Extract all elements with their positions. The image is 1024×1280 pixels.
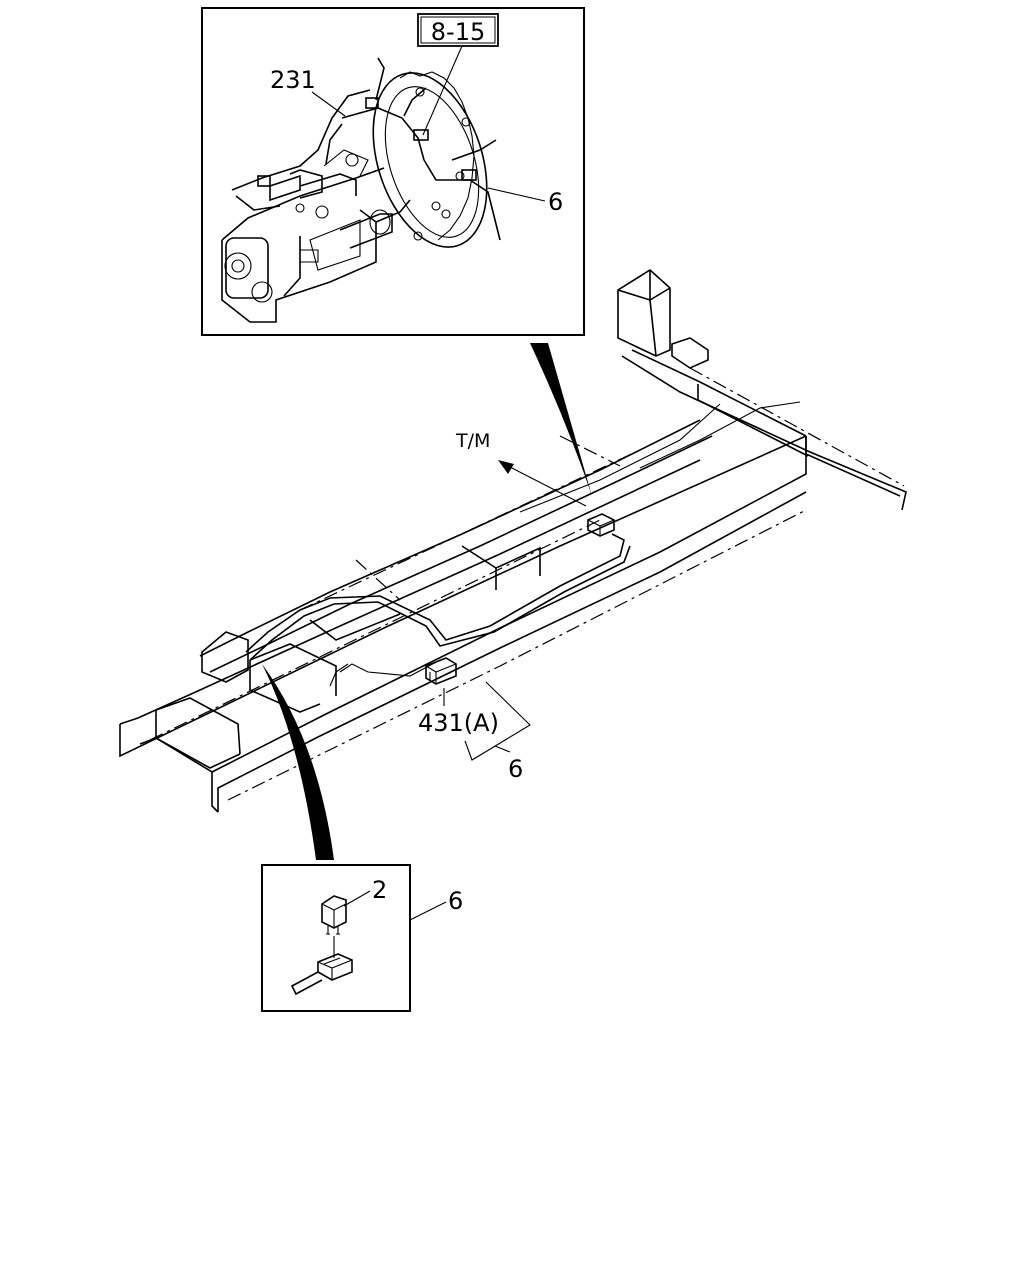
- direction-arrow: T/M: [455, 430, 587, 507]
- reference-box-label: 8-15: [431, 18, 485, 46]
- callout-6-top: 6: [548, 188, 563, 216]
- connector-inset: 2: [261, 864, 411, 1012]
- chassis-frame: [119, 269, 907, 813]
- inset-pointer-top: [530, 343, 592, 496]
- callout-6-bottom: 6: [448, 887, 463, 915]
- callout-431a: 431(A): [418, 709, 499, 737]
- chassis-harness: [245, 513, 631, 687]
- transmission-inset: 8-15 231 6: [201, 7, 585, 336]
- inset-pointer-bottom: [262, 664, 334, 860]
- transmission-drawing: [221, 57, 501, 323]
- callout-231: 231: [270, 66, 316, 94]
- callout-2: 2: [372, 876, 387, 904]
- callout-6-main: 6: [508, 755, 523, 783]
- harness-bracket: 6: [464, 681, 531, 783]
- reference-box[interactable]: 8-15: [417, 13, 499, 47]
- direction-label: T/M: [455, 430, 490, 452]
